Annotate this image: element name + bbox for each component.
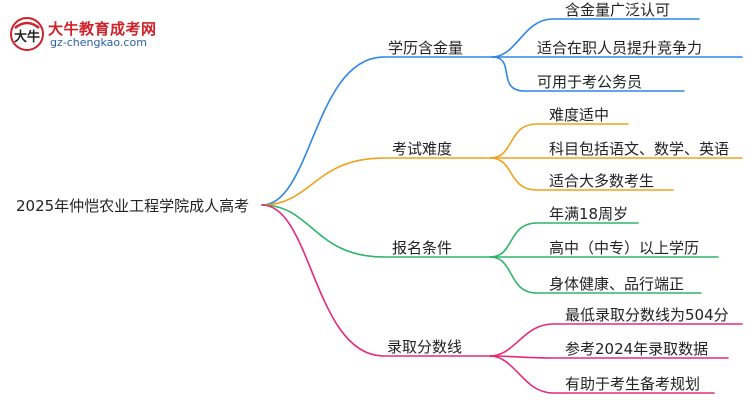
branch-topic: 学历含金量: [388, 39, 464, 57]
branch-to-leaf-connector: [489, 355, 715, 394]
branch-to-leaf-connector: [489, 256, 702, 294]
logo-mark-text: 大牛: [14, 29, 40, 45]
leaf-topic: 年满18周岁: [549, 205, 629, 223]
root-to-branch-connector: [261, 204, 385, 258]
site-logo[interactable]: 大牛: [6, 14, 176, 54]
branch-topic: 报名条件: [392, 239, 453, 257]
branch-topic: 考试难度: [392, 140, 453, 158]
leaf-topic: 含金量广泛认可: [565, 1, 671, 19]
branch-to-leaf-connector: [491, 56, 685, 92]
root-to-branch-connector: [261, 157, 385, 206]
branch-to-leaf-connector: [489, 355, 729, 359]
leaf-topic: 高中（中专）以上学历: [549, 239, 700, 257]
branch-to-leaf-connector: [489, 323, 743, 357]
root-to-branch-connector: [261, 204, 385, 357]
leaf-topic: 难度适中: [549, 106, 610, 124]
branch-to-leaf-connector: [489, 222, 639, 258]
leaf-topic: 参考2024年录取数据: [565, 340, 709, 358]
leaf-topic: 可用于考公务员: [537, 73, 643, 91]
branch-to-leaf-connector: [489, 157, 674, 191]
branch-topic: 录取分数线: [387, 338, 463, 356]
leaf-topic: 适合在职人员提升竞争力: [537, 39, 703, 57]
branch-to-leaf-connector: [491, 18, 700, 58]
logo-url: gz-chengkao.com: [50, 36, 147, 49]
root-topic: 2025年仲恺农业工程学院成人高考: [16, 197, 250, 215]
branch-to-leaf-connector: [489, 123, 629, 159]
leaf-topic: 科目包括语文、数学、英语: [549, 140, 730, 158]
logo-mark-icon: 大牛: [10, 17, 44, 51]
root-to-branch-connector: [261, 56, 385, 206]
leaf-topic: 最低录取分数线为504分: [565, 306, 729, 324]
leaf-topic: 身体健康、品行端正: [549, 275, 685, 293]
leaf-topic: 适合大多数考生: [549, 172, 655, 190]
leaf-topic: 有助于考生备考规划: [565, 375, 701, 393]
logo-title: 大牛教育成考网: [48, 20, 157, 38]
